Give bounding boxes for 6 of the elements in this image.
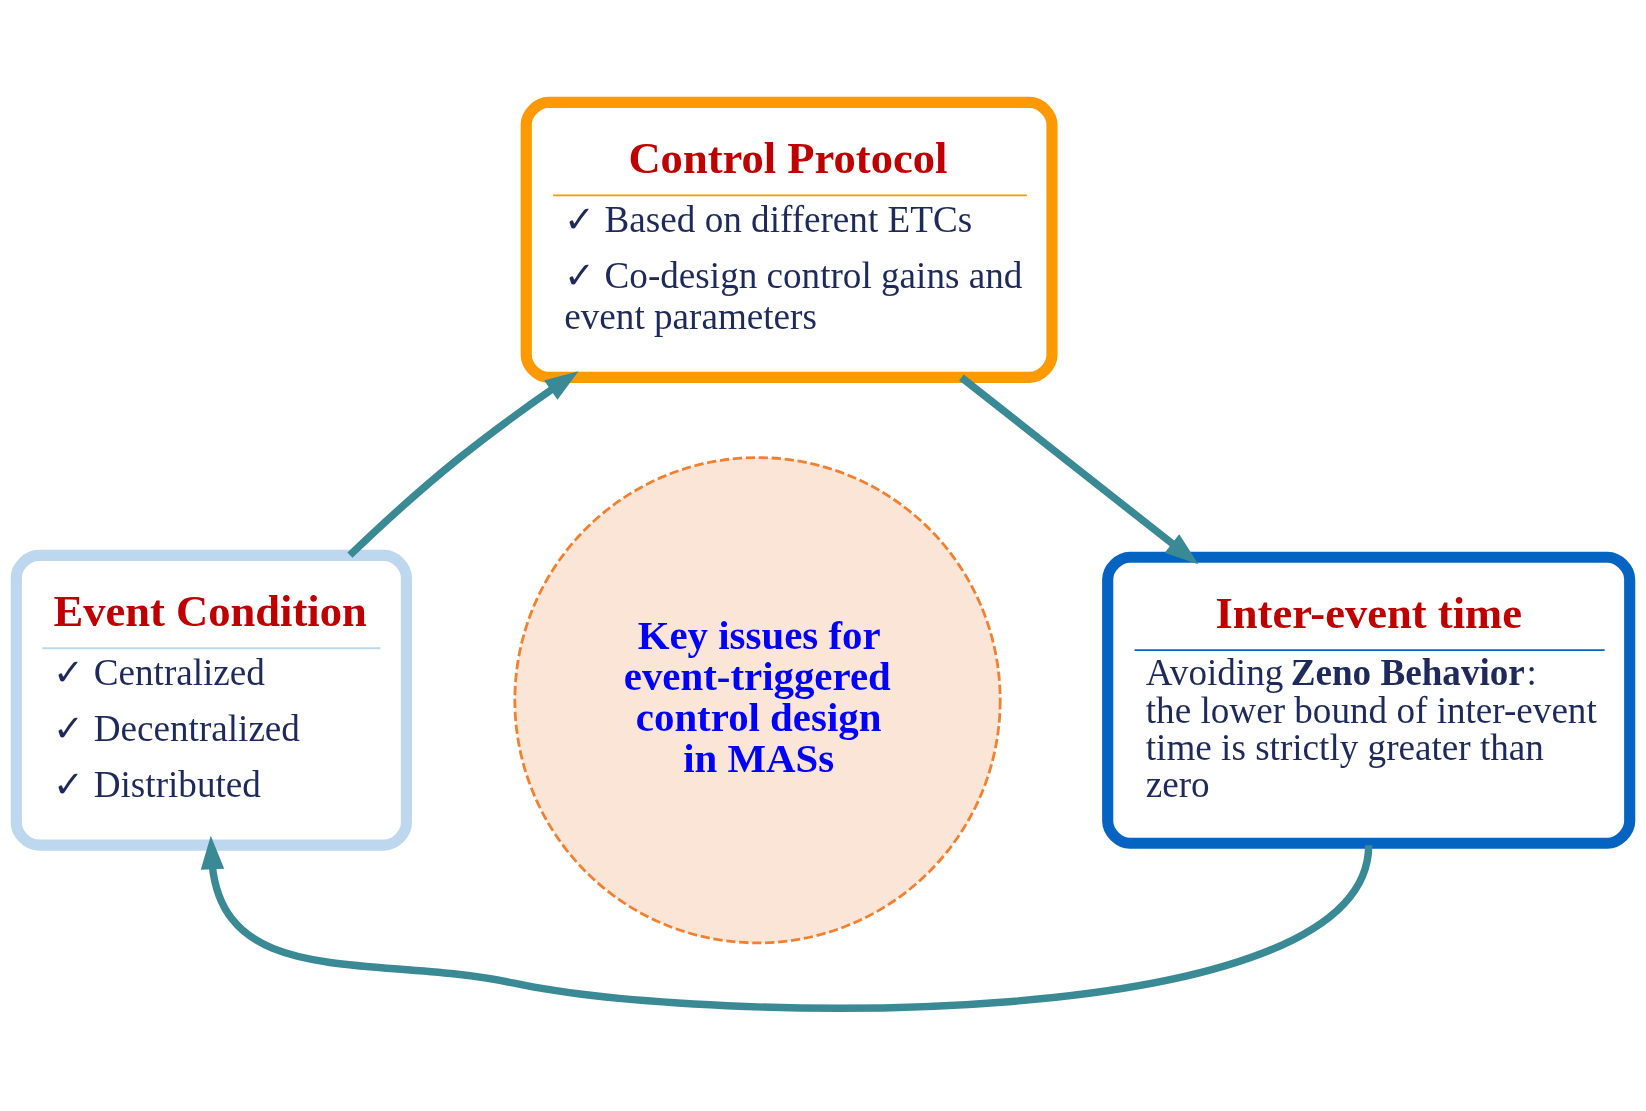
node-box: Control Protocol ✓ Based on different ETCs ✓ Co-design control gains and event parameters [520,96,1058,383]
node-box: Event Condition ✓ Centralized ✓ Decentralized ✓ Distributed [10,549,412,851]
node-circle: Key issues for event-triggered control design in MASs [513,456,1002,945]
node-box: Inter-event time Avoiding Zeno Behavior: the lower bound of inter-event time is strictly greater than zero [1102,551,1636,849]
arrow [347,371,579,558]
arrow [959,374,1199,565]
